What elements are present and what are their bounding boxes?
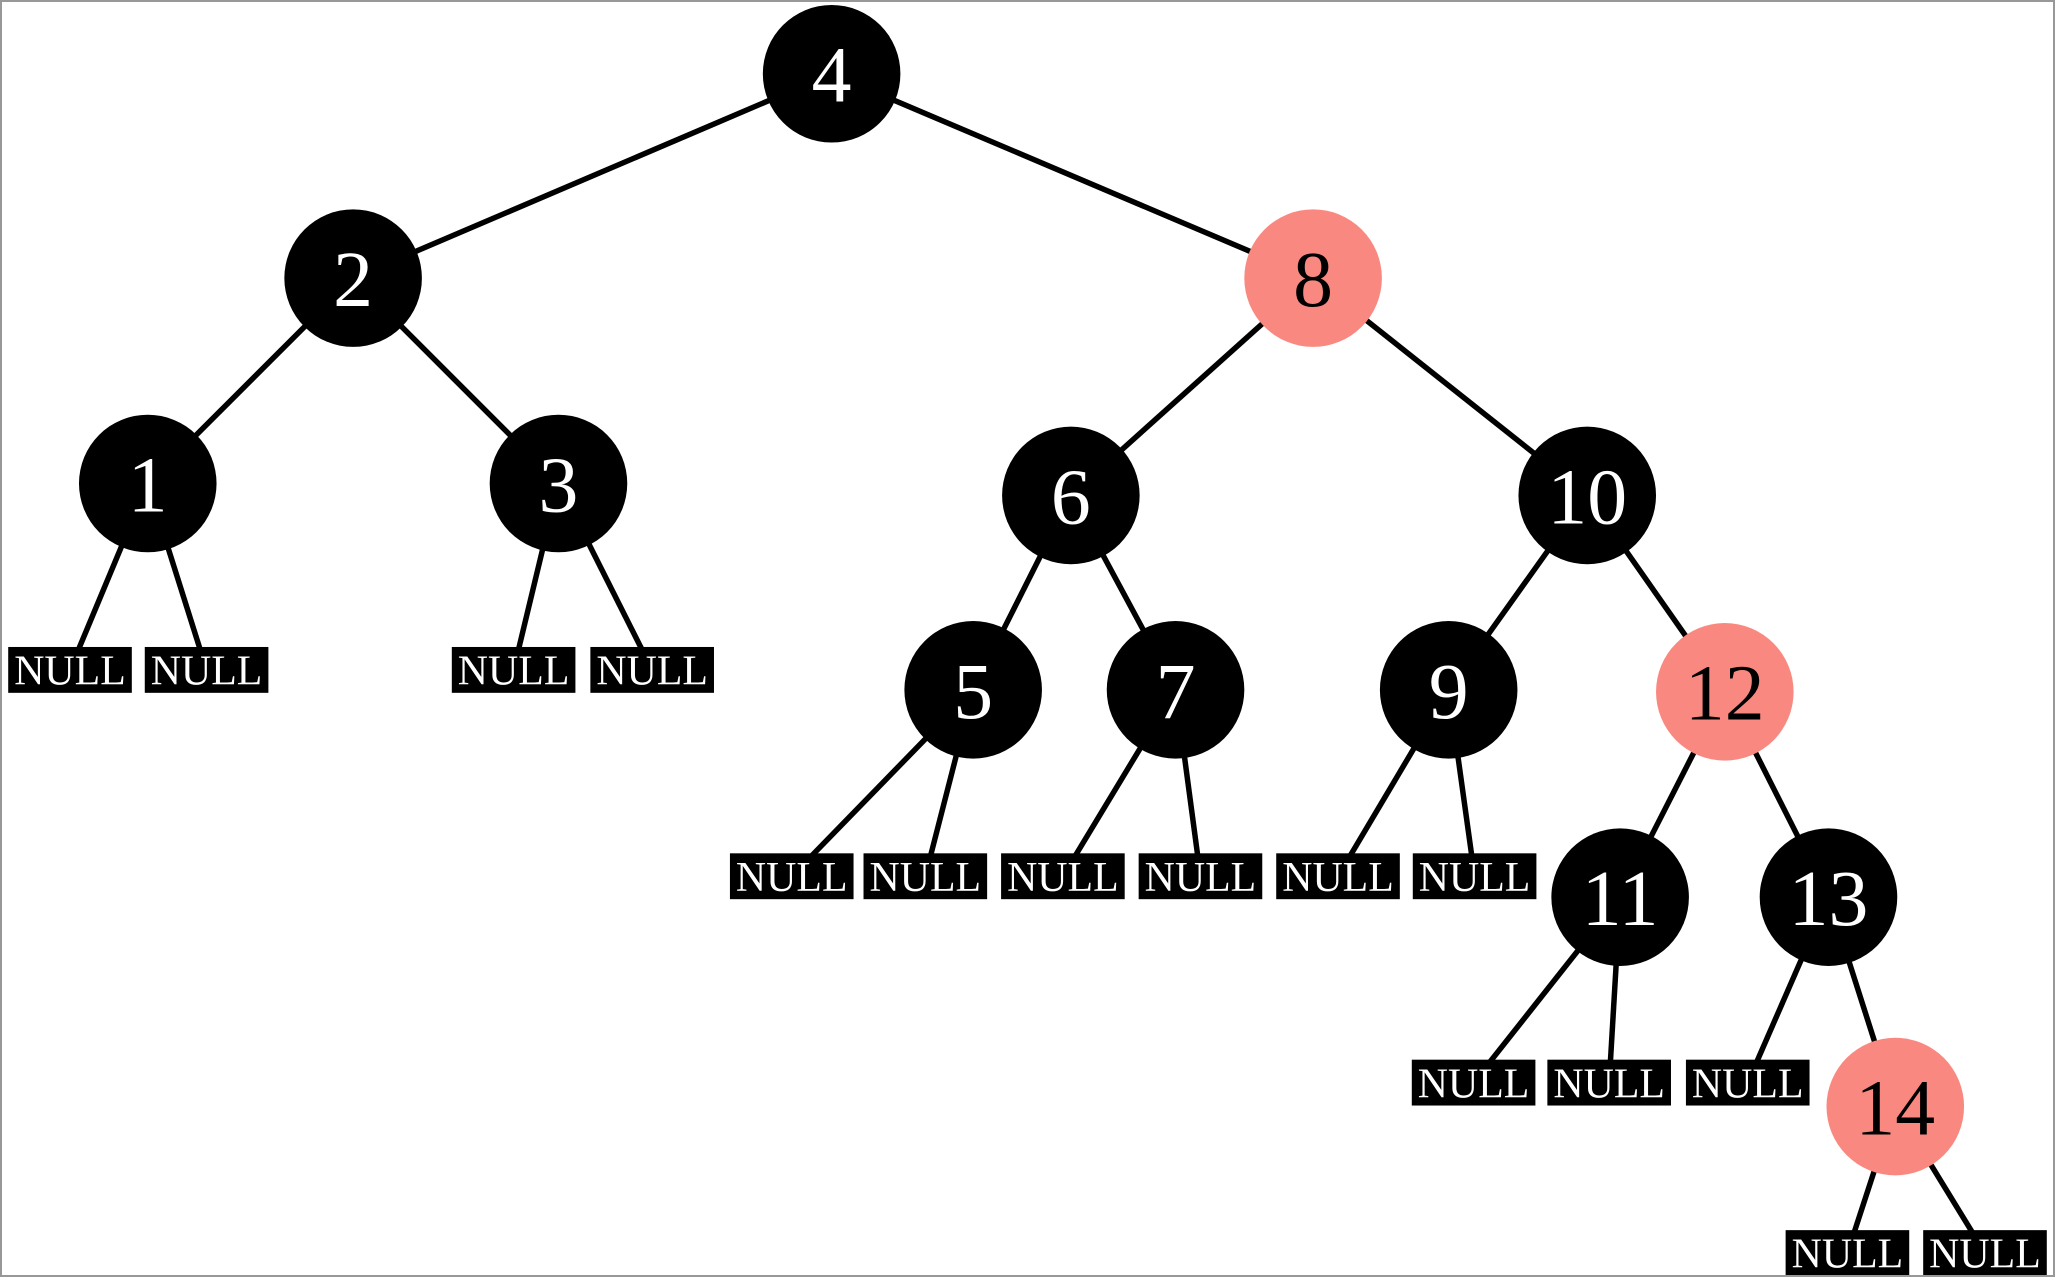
- tree-node-9-black: [1379, 621, 1518, 759]
- tree-node-label-3: 3: [539, 441, 579, 529]
- null-leaf-box-n9R: [1412, 853, 1537, 900]
- null-leaf-box-n14L: [1785, 1230, 1910, 1275]
- tree-node-label-10: 10: [1547, 453, 1627, 541]
- null-leaf-label-n14R: NULL: [1929, 1232, 2041, 1275]
- null-leaf-label-n3R: NULL: [596, 649, 708, 695]
- tree-node-label-6: 6: [1051, 453, 1091, 541]
- null-leaf-label-n9L: NULL: [1282, 855, 1394, 901]
- null-leaf-label-n1L: NULL: [14, 649, 126, 695]
- null-leaf-label-n5R: NULL: [870, 855, 982, 901]
- null-leaf-box-n5L: [729, 853, 854, 900]
- tree-node-label-14: 14: [1855, 1064, 1935, 1152]
- tree-node-label-5: 5: [953, 648, 993, 736]
- tree-node-7-black: [1106, 621, 1245, 759]
- tree-node-label-9: 9: [1429, 648, 1469, 736]
- null-leaf-box-n7R: [1138, 853, 1263, 900]
- tree-node-14-red: [1826, 1037, 1965, 1176]
- tree-node-label-4: 4: [812, 32, 852, 120]
- tree-node-5-black: [904, 621, 1042, 759]
- tree-node-3-black: [489, 414, 628, 553]
- tree-edge-4-2: [352, 71, 833, 281]
- null-leaf-label-n14L: NULL: [1792, 1232, 1904, 1275]
- tree-node-label-11: 11: [1582, 855, 1659, 943]
- null-leaf-label-n5L: NULL: [736, 855, 848, 901]
- tree-node-11-black: [1551, 828, 1689, 966]
- null-leaf-label-n13L: NULL: [1692, 1061, 1804, 1107]
- tree-node-label-8: 8: [1293, 236, 1333, 324]
- tree-node-label-7: 7: [1156, 648, 1196, 736]
- tree-node-label-1: 1: [128, 441, 168, 529]
- null-leaf-box-n14R: [1923, 1230, 2047, 1275]
- tree-node-8-red: [1244, 209, 1382, 347]
- tree-node-6-black: [1002, 426, 1140, 565]
- null-leaf-box-n13L: [1685, 1059, 1810, 1106]
- null-leaf-label-n11R: NULL: [1553, 1061, 1665, 1107]
- null-leaf-box-n11R: [1547, 1059, 1671, 1106]
- tree-node-1-black: [78, 414, 217, 553]
- null-leaf-label-n7L: NULL: [1007, 855, 1119, 901]
- tree-node-label-12: 12: [1685, 650, 1765, 738]
- null-leaf-box-n1R: [144, 646, 269, 693]
- tree-node-10-black: [1518, 426, 1657, 565]
- null-leaf-box-n3R: [590, 646, 714, 693]
- null-leaf-label-n11L: NULL: [1418, 1061, 1530, 1107]
- null-leaf-box-n7L: [1001, 853, 1125, 900]
- tree-node-label-13: 13: [1789, 855, 1869, 943]
- tree-edge-4-8: [830, 71, 1315, 281]
- null-leaf-label-n7R: NULL: [1145, 855, 1257, 901]
- tree-node-13-black: [1759, 828, 1898, 966]
- tree-node-4-black: [762, 4, 901, 143]
- tree-node-12-red: [1656, 623, 1794, 761]
- null-leaf-box-n5R: [863, 853, 988, 900]
- null-leaf-label-n9R: NULL: [1419, 855, 1531, 901]
- null-leaf-box-n3L: [451, 646, 576, 693]
- null-leaf-box-n11L: [1411, 1059, 1536, 1106]
- tree-node-label-2: 2: [333, 236, 373, 324]
- null-leaf-label-n3L: NULL: [458, 649, 570, 695]
- null-leaf-box-n9L: [1276, 853, 1400, 900]
- null-leaf-box-n1L: [8, 646, 132, 693]
- null-leaf-label-n1R: NULL: [151, 649, 263, 695]
- tree-node-2-black: [284, 209, 422, 347]
